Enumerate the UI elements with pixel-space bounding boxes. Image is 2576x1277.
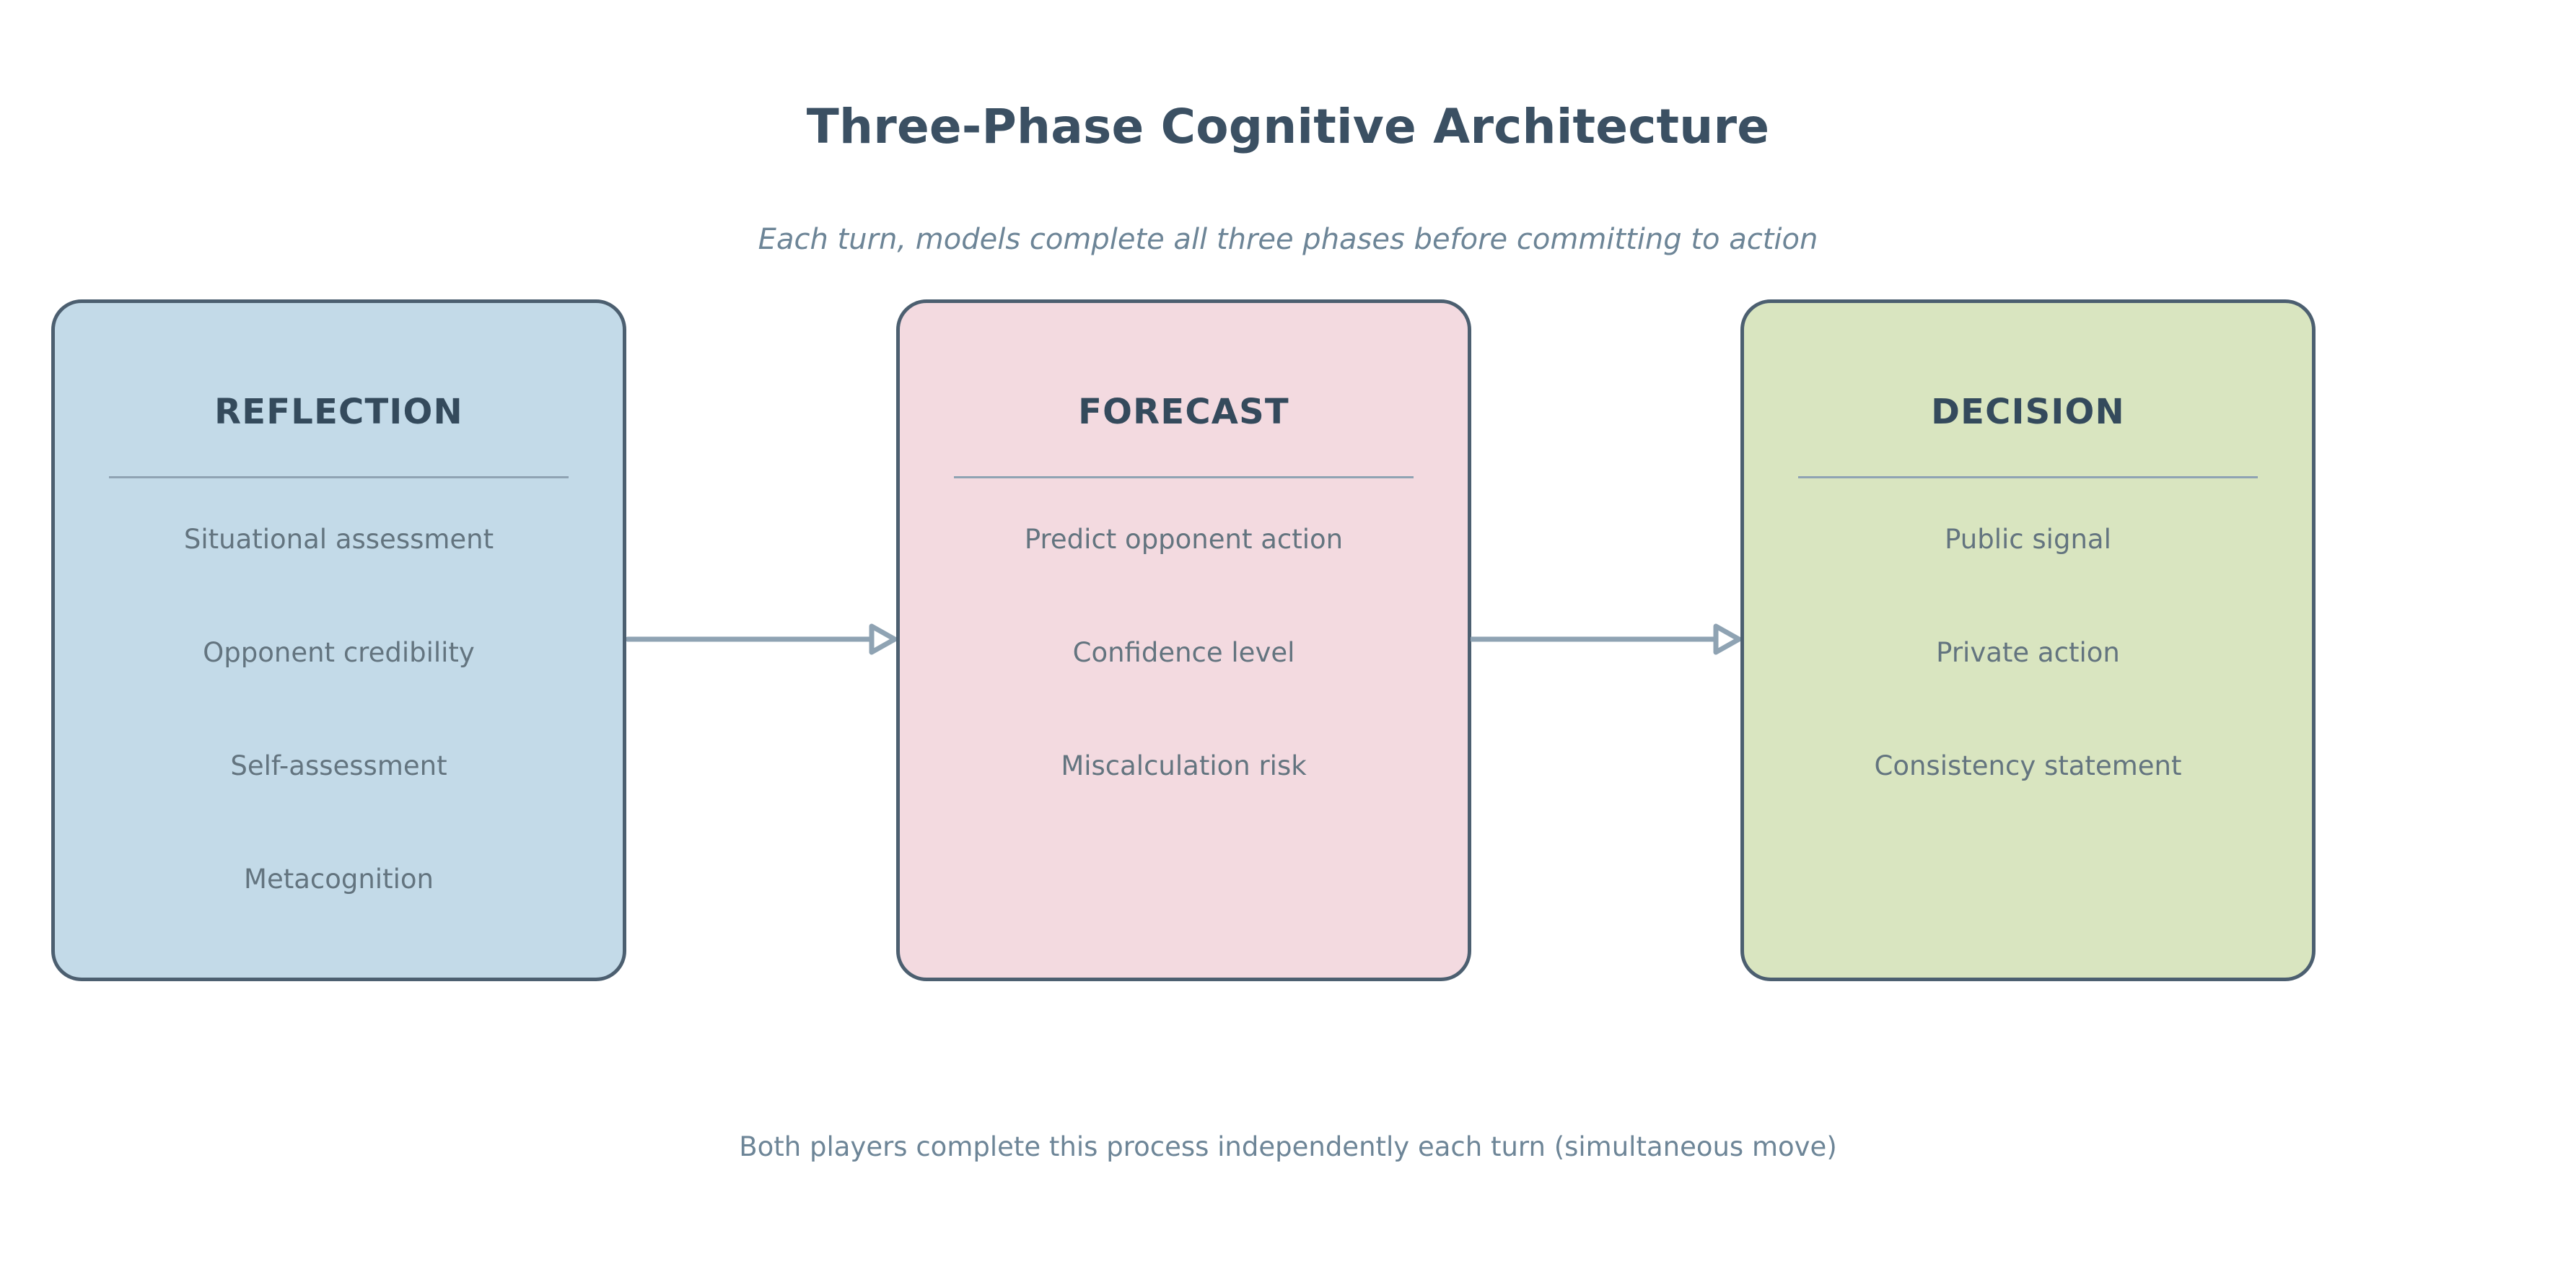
page-subtitle: Each turn, models complete all three pha… [758, 223, 1818, 256]
list-item: Consistency statement [1874, 750, 2182, 781]
phase-item-list-decision: Public signal Private action Consistency… [1744, 514, 2312, 853]
list-item: Self-assessment [230, 750, 447, 781]
phase-title-decision: DECISION [1931, 392, 2125, 432]
arrow-right-icon-forecast-to-decision [1469, 618, 1742, 661]
page-title: Three-Phase Cognitive Architecture [806, 99, 1770, 154]
phase-title-forecast: FORECAST [1078, 392, 1289, 432]
list-item: Confidence level [1072, 637, 1295, 668]
list-item: Opponent credibility [203, 637, 475, 668]
list-item: Miscalculation risk [1061, 750, 1307, 781]
list-item: Situational assessment [183, 524, 494, 555]
phase-divider [109, 476, 569, 478]
phase-divider [1798, 476, 2258, 478]
list-item: Metacognition [244, 864, 434, 895]
phase-item-list-reflection: Situational assessment Opponent credibil… [55, 514, 623, 967]
arrow-right-icon-reflection-to-forecast [625, 618, 898, 661]
phase-item-list-forecast: Predict opponent action Confidence level… [900, 514, 1468, 853]
phase-card-decision: DECISION Public signal Private action Co… [1740, 299, 2316, 981]
phase-title-reflection: REFLECTION [214, 392, 463, 432]
phase-card-reflection: REFLECTION Situational assessment Oppone… [51, 299, 626, 981]
phase-divider [954, 476, 1414, 478]
list-item: Private action [1936, 637, 2120, 668]
list-item: Public signal [1945, 524, 2111, 555]
footer-note: Both players complete this process indep… [739, 1131, 1837, 1162]
list-item: Predict opponent action [1024, 524, 1344, 555]
phase-card-forecast: FORECAST Predict opponent action Confide… [896, 299, 1471, 981]
